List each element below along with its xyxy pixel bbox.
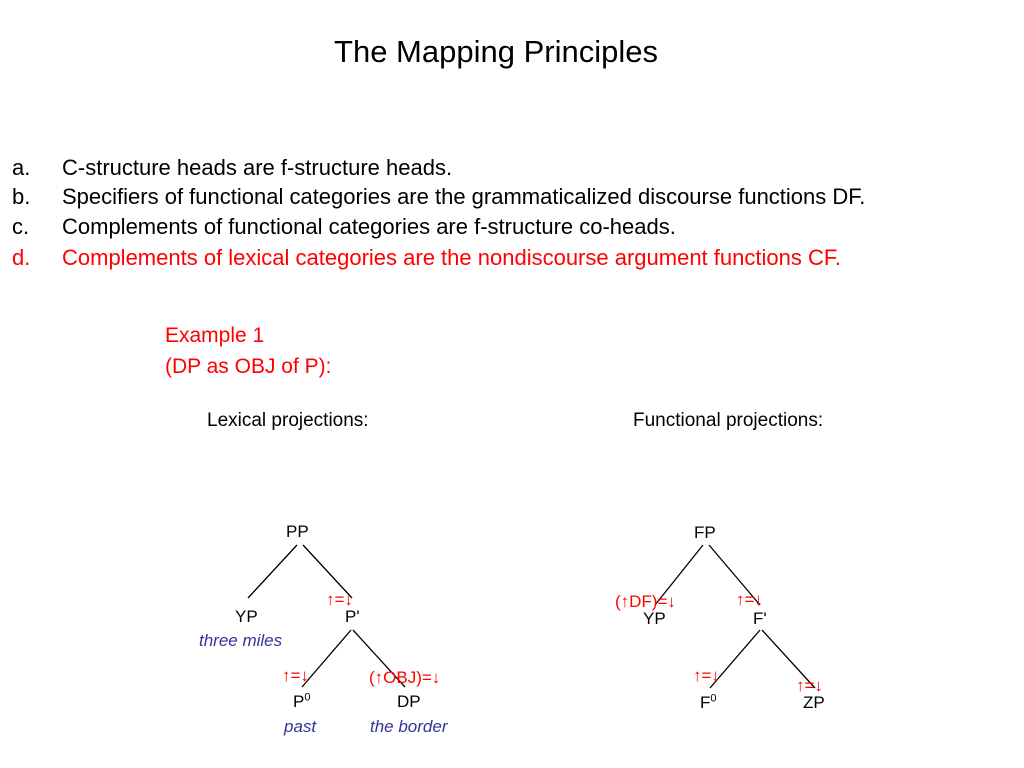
node-fp: FP — [694, 523, 716, 542]
principle-text: Complements of functional categories are… — [62, 214, 676, 239]
node-f0-label: F — [700, 693, 711, 712]
branch-fbar-f0 — [709, 629, 761, 689]
page-title: The Mapping Principles — [334, 34, 658, 69]
node-pp: PP — [286, 522, 309, 541]
lexical-heading: Lexical projections: — [207, 410, 369, 431]
branch-pp-pbar — [302, 544, 353, 599]
annotation-f0: ↑=↓ — [693, 666, 720, 685]
example-description: (DP as OBJ of P): — [165, 355, 332, 378]
principle-text: Specifiers of functional categories are … — [62, 184, 866, 209]
annotation-pbar: ↑=↓ — [326, 590, 353, 609]
branch-fbar-zp — [761, 629, 816, 689]
gloss-past: past — [284, 717, 317, 736]
annotation-dp: (↑OBJ)=↓ — [369, 668, 441, 687]
annotation-p0: ↑=↓ — [282, 666, 309, 685]
node-f0-superscript: 0 — [710, 692, 717, 705]
branch-fp-fbar — [708, 544, 761, 606]
principle-text: Complements of lexical categories are th… — [62, 245, 841, 270]
annotation-zp: ↑=↓ — [796, 676, 823, 695]
annotation-yp: (↑DF)=↓ — [615, 592, 676, 611]
node-dp: DP — [397, 692, 421, 711]
principle-marker: d. — [12, 245, 31, 270]
node-yp: YP — [643, 609, 666, 628]
node-f0: F0 — [700, 693, 717, 713]
annotation-fbar: ↑=↓ — [736, 590, 763, 609]
node-p0: P0 — [293, 692, 310, 712]
node-yp: YP — [235, 607, 258, 626]
branch-fp-yp — [654, 544, 704, 606]
branch-pbar-dp — [352, 629, 406, 688]
gloss-three-miles: three miles — [199, 631, 283, 650]
principle-marker: a. — [12, 155, 31, 180]
branch-pbar-p0 — [301, 629, 352, 688]
principle-marker: b. — [12, 184, 31, 209]
gloss-the-border: the border — [370, 717, 448, 736]
principle-marker: c. — [12, 214, 30, 239]
branch-pp-yp — [247, 544, 298, 599]
node-f-bar: F' — [753, 609, 767, 628]
functional-heading: Functional projections: — [633, 410, 824, 431]
node-p0-label: P — [293, 692, 305, 711]
example-label: Example 1 — [165, 324, 265, 347]
node-zp: ZP — [803, 693, 825, 712]
principle-text: C-structure heads are f-structure heads. — [62, 155, 453, 180]
node-p0-superscript: 0 — [304, 691, 311, 704]
node-p-bar: P' — [345, 607, 360, 626]
